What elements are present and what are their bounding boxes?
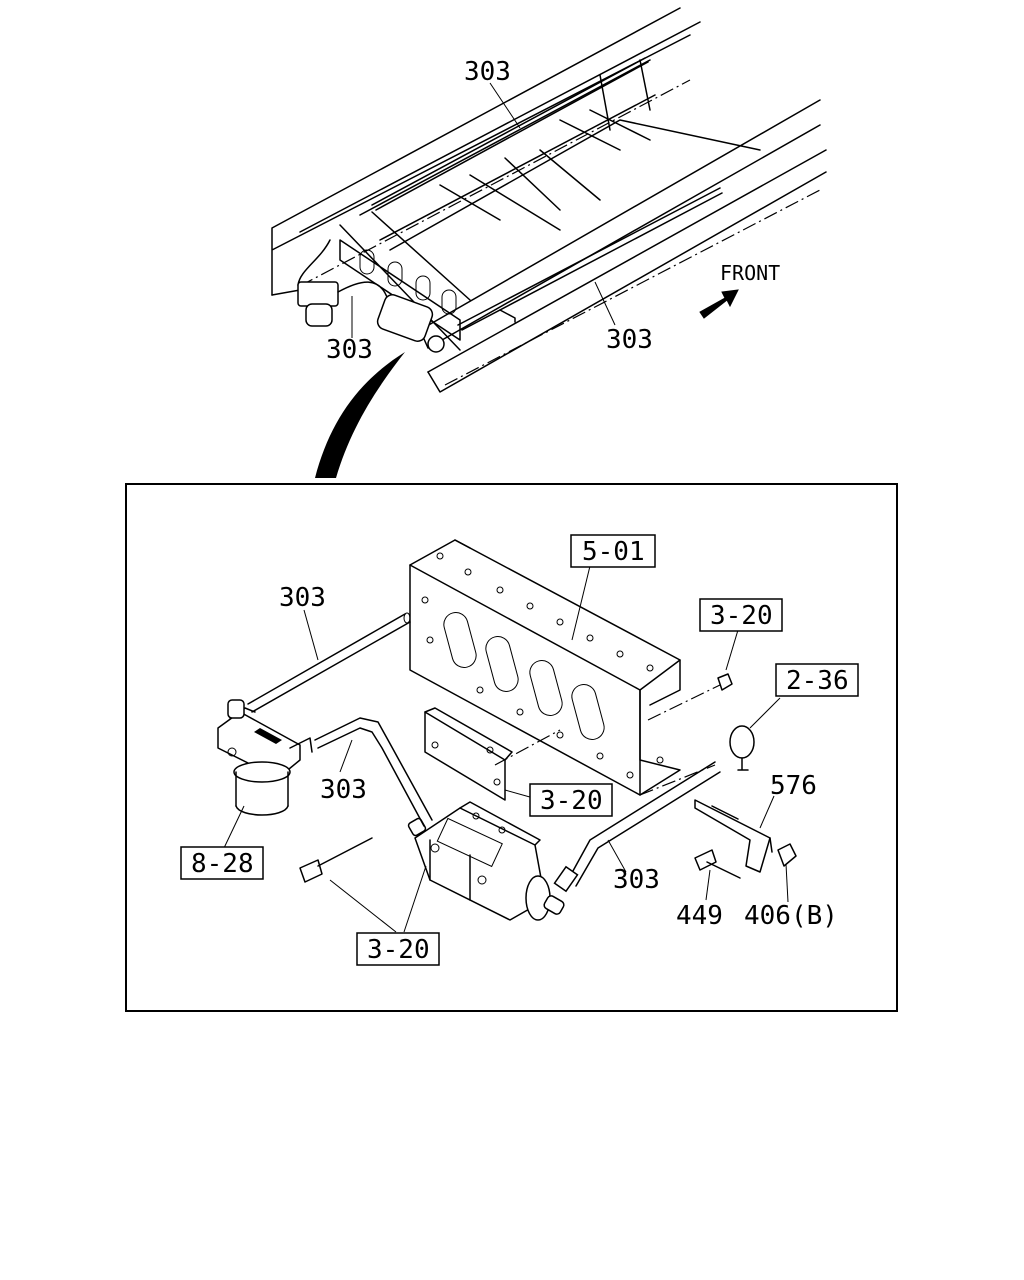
front-label: FRONT xyxy=(720,261,780,285)
callout-crossmember: 5-01 xyxy=(582,537,645,567)
detail-pointer-icon xyxy=(315,352,405,478)
hardware-drawing xyxy=(299,673,797,883)
callout-nut: 406(B) xyxy=(744,901,838,931)
bolts-ref-box xyxy=(356,932,440,966)
fuel-filter-drawing xyxy=(217,699,313,816)
callout-pipe-right: 303 xyxy=(613,865,660,895)
callout-clip: 2-36 xyxy=(786,666,849,696)
detail-frame xyxy=(125,483,898,1012)
nut-icon xyxy=(777,843,797,867)
callout-grommet-bracket: 3-20 xyxy=(710,601,773,631)
filter-ref-box xyxy=(180,846,264,880)
fuel-pipes xyxy=(247,612,721,893)
grommet-icon xyxy=(717,673,733,691)
bolt-icon xyxy=(694,849,717,871)
pump-bolt-icon xyxy=(299,859,323,883)
grommet-ref-box xyxy=(699,598,783,632)
crossmember-ref-box xyxy=(570,534,656,568)
clip-icon xyxy=(729,725,755,759)
callout-bolts-ref: 3-20 xyxy=(367,935,430,965)
callout-filter-ref: 8-28 xyxy=(191,849,254,879)
callout-left-303: 303 xyxy=(326,335,373,365)
clip-ref-box xyxy=(775,663,859,697)
callout-bracket: 576 xyxy=(770,771,817,801)
callout-bracket-ref: 3-20 xyxy=(540,786,603,816)
detail-leaders xyxy=(223,565,789,933)
bracket-icon xyxy=(694,799,771,873)
chassis-overview xyxy=(271,7,827,478)
callout-bolt: 449 xyxy=(676,901,723,931)
callout-pipe-upper: 303 xyxy=(279,583,326,613)
callout-top-303: 303 xyxy=(464,57,511,87)
fuel-pump-drawing xyxy=(407,801,565,921)
bracket-ref-box xyxy=(529,783,613,817)
callout-right-303: 303 xyxy=(606,325,653,355)
crossmember-drawing xyxy=(409,539,721,796)
pump-bracket-drawing xyxy=(424,707,561,801)
front-arrow-icon xyxy=(699,289,739,319)
callout-pipe-mid: 303 xyxy=(320,775,367,805)
